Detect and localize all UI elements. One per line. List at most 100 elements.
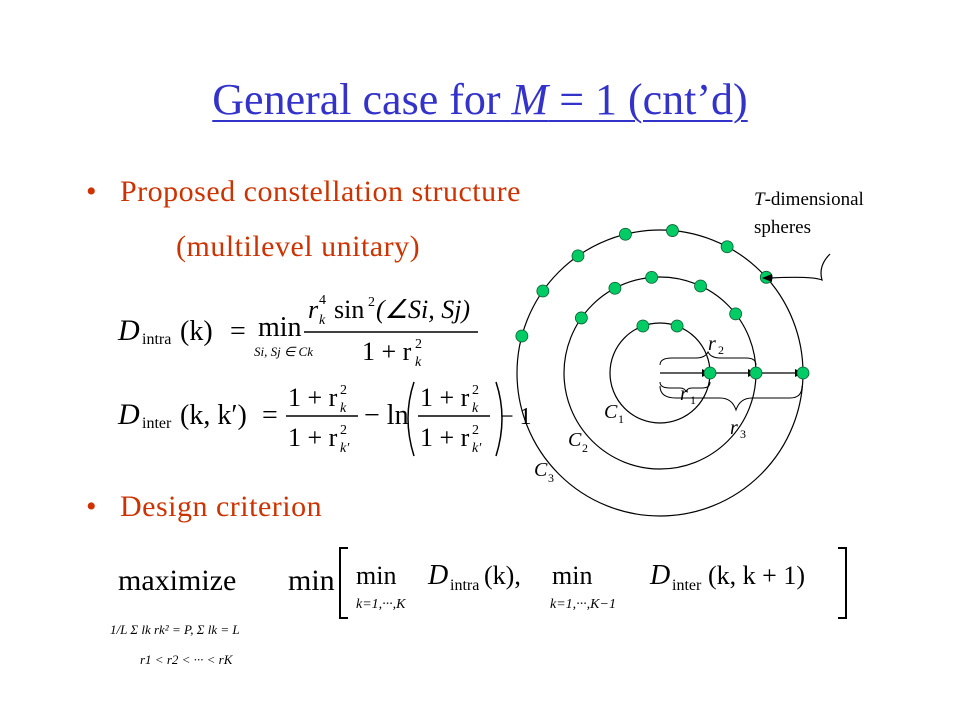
constraint-power: 1/L Σ lk rk² = P, Σ lk = L: [110, 622, 240, 637]
point-c1-2: [670, 319, 684, 333]
min-inter: min: [552, 561, 592, 590]
svg-text:2: 2: [368, 295, 375, 310]
svg-text:2: 2: [415, 337, 422, 352]
bullet-text: Proposed constellation structure: [120, 175, 521, 208]
minus-one: − 1: [500, 404, 532, 430]
svg-text:2: 2: [472, 423, 479, 438]
min-inter-range: k=1,···,K−1: [550, 597, 616, 612]
point-c3-8: [515, 329, 529, 343]
title-suffix: = 1 (cnt’d): [548, 75, 748, 124]
d-inter-arg: (k, k + 1): [708, 561, 805, 590]
title-variable: M: [511, 75, 549, 124]
point-c2-1: [749, 366, 763, 380]
annotation-line1: -dimensional: [764, 189, 864, 210]
equals-sign: =: [230, 316, 246, 347]
label-c3: C: [534, 459, 548, 481]
point-c1-3: [636, 319, 650, 333]
brace-r1: [659, 381, 711, 393]
label-c3-sub: 3: [548, 471, 554, 485]
bullet-dot: •: [86, 175, 98, 208]
kk-argument: (k, k′): [180, 400, 247, 431]
numerator-r: r: [308, 295, 319, 324]
d-intra-symbol: D: [427, 560, 448, 591]
svg-text:k: k: [472, 401, 479, 416]
sphere-diagram: r 2 r 1 r 3 C 1 C 2 C 3: [515, 224, 831, 517]
equation-d-intra: D intra (k) = min Si, Sj ∈ Ck r 4 k sin …: [117, 293, 478, 370]
d-intra-subscript: intra: [450, 577, 479, 594]
bullet-dot: •: [86, 490, 98, 523]
d-symbol: D: [117, 314, 140, 347]
svg-text:2: 2: [340, 423, 347, 438]
point-c3-6: [571, 249, 585, 263]
point-c2-5: [608, 281, 622, 295]
callout-arrowhead: [762, 274, 772, 282]
label-r2: r: [708, 333, 716, 355]
label-c2-sub: 2: [582, 441, 588, 455]
brace-r2: [659, 350, 757, 366]
fraction2-denominator: 1 + r: [420, 423, 470, 452]
bullet-proposed-structure: • Proposed constellation structure: [86, 175, 521, 209]
fraction1-numerator: 1 + r: [288, 383, 338, 412]
svg-text:k: k: [415, 355, 422, 370]
min-operator: min: [258, 312, 302, 343]
point-c2-4: [645, 270, 659, 284]
equals-sign: =: [262, 400, 278, 431]
label-r3-sub: 3: [740, 427, 746, 441]
fraction1-denominator: 1 + r: [288, 423, 338, 452]
label-r2-sub: 2: [718, 343, 724, 357]
label-r3: r: [730, 417, 738, 439]
d-inter-symbol: D: [649, 560, 670, 591]
d-inter-subscript: inter: [672, 577, 702, 594]
sphere-annotation: T-dimensional spheres: [754, 186, 864, 242]
point-c3-5: [619, 227, 632, 241]
bullet-text: Design criterion: [120, 490, 323, 523]
brace-r3: [659, 385, 803, 412]
min-intra-range: k=1,···,K: [356, 597, 406, 612]
label-c1-sub: 1: [618, 412, 624, 426]
title-text: General case for: [212, 75, 512, 124]
inter-subscript: inter: [142, 415, 172, 432]
svg-text:k: k: [319, 313, 326, 328]
k-argument: (k): [180, 316, 213, 347]
svg-text:k′: k′: [472, 441, 482, 456]
point-c1-1: [703, 366, 717, 380]
svg-text:k′: k′: [340, 441, 350, 456]
point-c3-7: [536, 284, 550, 298]
bullet-subtext: (multilevel unitary): [176, 230, 421, 263]
label-r1: r: [680, 383, 688, 405]
outer-min: min: [288, 564, 335, 597]
maximize-operator: maximize: [118, 564, 236, 597]
point-c3-1: [796, 366, 810, 380]
slide-title: General case for M = 1 (cnt’d): [0, 74, 960, 125]
annotation-line2: spheres: [754, 217, 811, 238]
point-c2-3: [694, 279, 707, 293]
point-c2-6: [574, 311, 588, 325]
sin-function: sin: [334, 295, 364, 324]
label-c1: C: [604, 401, 618, 423]
angle-argument: (∠Si, Sj): [376, 295, 470, 324]
callout-arrow: [769, 253, 831, 282]
point-c3-4: [666, 224, 679, 237]
d-intra-arg: (k),: [484, 561, 521, 590]
denominator: 1 + r: [362, 337, 412, 366]
point-c3-3: [720, 240, 734, 254]
minus-ln: − ln: [364, 400, 409, 431]
svg-text:4: 4: [319, 293, 326, 308]
constraint-ordering: r1 < r2 < ··· < rK: [140, 652, 234, 667]
min-intra: min: [356, 561, 396, 590]
point-c2-2: [729, 307, 743, 321]
svg-text:k: k: [340, 401, 347, 416]
bullet-design-criterion: • Design criterion: [86, 490, 323, 524]
svg-text:2: 2: [340, 383, 347, 398]
intra-subscript: intra: [142, 331, 171, 348]
d-symbol: D: [117, 398, 140, 431]
min-subscript: Si, Sj ∈ Ck: [254, 344, 313, 359]
svg-text:2: 2: [472, 383, 479, 398]
constellation-points: [515, 224, 810, 380]
label-r1-sub: 1: [690, 393, 696, 407]
equation-design-criterion: maximize 1/L Σ lk rk² = P, Σ lk = L r1 <…: [110, 547, 847, 667]
annotation-t: T: [754, 189, 765, 210]
equation-d-inter: D inter (k, k′) = 1 + r 2 k 1 + r 2 k′ −…: [117, 381, 532, 457]
label-c2: C: [568, 429, 582, 451]
fraction2-numerator: 1 + r: [420, 383, 470, 412]
